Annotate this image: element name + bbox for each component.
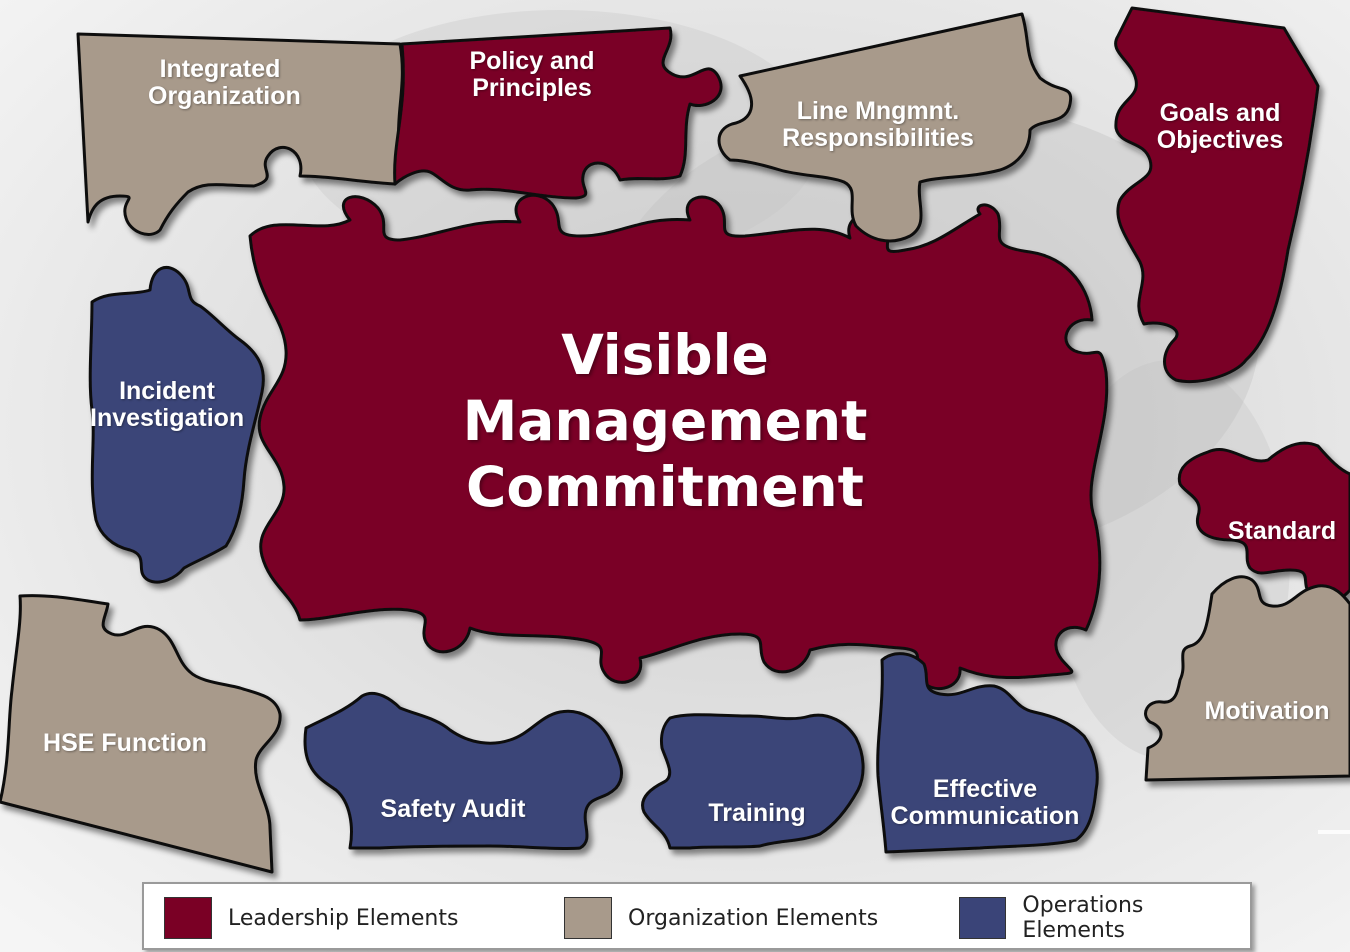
legend-item-leadership: Leadership Elements: [164, 896, 458, 940]
label-standard: Standard: [1222, 518, 1342, 545]
label-line-mngmnt-responsibilities: Line Mngmnt. Responsibilities: [780, 98, 976, 152]
label-goals-and-objectives: Goals and Objectives: [1150, 100, 1290, 154]
label-line: Communication: [890, 802, 1080, 830]
legend: Leadership Elements Organization Element…: [142, 882, 1252, 950]
label-line: Standard: [1227, 517, 1337, 545]
piece-safety-audit: [303, 691, 623, 851]
center-title: Visible Management Commitment: [400, 322, 930, 520]
label-policy-and-principles: Policy and Principles: [462, 48, 602, 102]
label-line: Policy and: [469, 47, 595, 75]
label-training: Training: [702, 800, 812, 827]
center-title-line: Commitment: [466, 455, 864, 519]
label-line: Motivation: [1204, 697, 1330, 725]
label-integrated-organization: Integrated Organization: [148, 55, 301, 110]
piece-incident-investigation: [88, 265, 265, 584]
label-line: Investigation: [90, 404, 245, 432]
piece-line-mngmnt-responsibilities: [717, 12, 1073, 243]
label-line: Organization: [148, 82, 301, 110]
label-line: Training: [708, 799, 806, 827]
edge-mark: [1318, 830, 1350, 834]
legend-label: Organization Elements: [628, 905, 879, 931]
label-effective-communication: Effective Communication: [890, 776, 1080, 830]
legend-swatch-operations: [959, 897, 1007, 939]
label-line: Effective: [932, 775, 1038, 803]
legend-item-organization: Organization Elements: [564, 896, 878, 940]
piece-motivation: [1144, 575, 1350, 782]
label-line: Incident: [119, 377, 215, 405]
label-line: Objectives: [1156, 126, 1284, 154]
label-line: Principles: [472, 74, 592, 102]
center-title-line: Visible: [561, 323, 769, 387]
piece-goals-and-objectives: [1114, 6, 1320, 384]
label-incident-investigation: Incident Investigation: [90, 378, 244, 432]
label-line: Goals and: [1159, 99, 1281, 127]
label-line: Safety Audit: [380, 795, 526, 823]
piece-effective-communication: [876, 652, 1099, 854]
piece-training: [641, 713, 865, 850]
piece-policy-and-principles: [393, 26, 723, 200]
label-hse-function: HSE Function: [40, 730, 210, 757]
piece-standard: [1177, 441, 1350, 604]
legend-swatch-leadership: [164, 897, 212, 939]
label-line: Responsibilities: [782, 124, 974, 152]
label-line: HSE Function: [43, 729, 207, 757]
label-line: Integrated: [159, 55, 281, 83]
legend-swatch-organization: [564, 897, 612, 939]
label-safety-audit: Safety Audit: [378, 796, 528, 823]
label-line: Line Mngmnt.: [796, 97, 960, 125]
piece-visible-management-commitment: [248, 193, 1109, 690]
legend-label: Leadership Elements: [228, 905, 459, 931]
label-motivation: Motivation: [1202, 698, 1332, 725]
center-title-line: Management: [462, 389, 868, 453]
legend-item-operations: Operations Elements: [959, 893, 1250, 943]
legend-label: Operations Elements: [1022, 893, 1144, 943]
piece-hse-function: [0, 594, 282, 874]
